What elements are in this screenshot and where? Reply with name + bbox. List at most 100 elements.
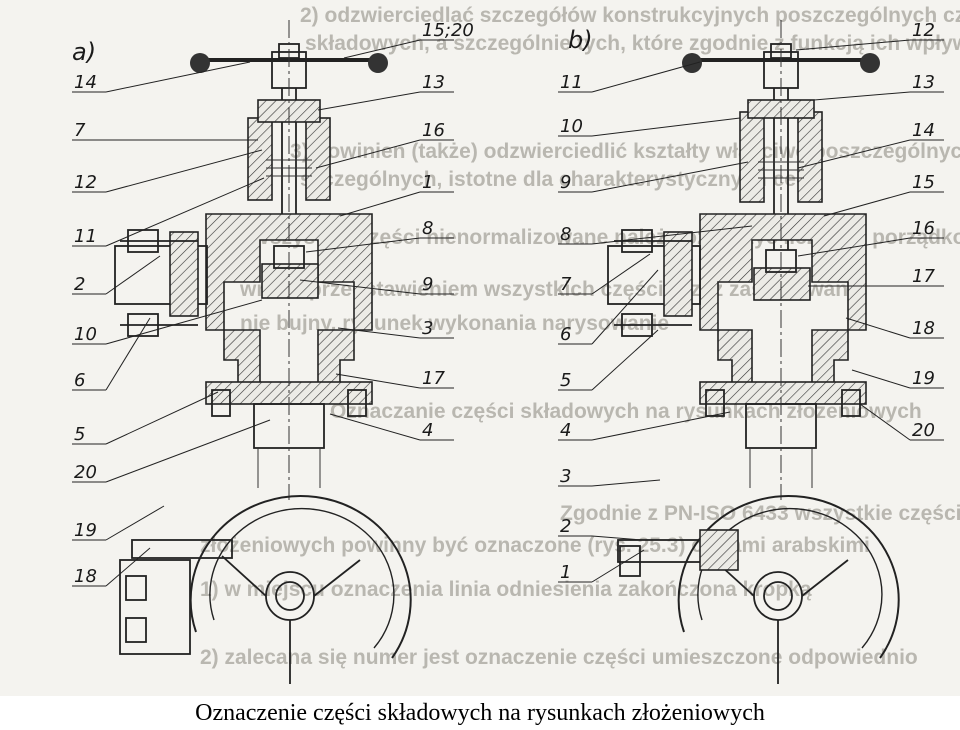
part-label: 17 (422, 368, 445, 389)
subfigure-label-a: a) (72, 38, 96, 66)
figure-caption: Oznaczenie części składowych na rysunkac… (0, 696, 960, 730)
bleed-text-line: 2) zalecana się numer jest oznaczenie cz… (200, 646, 918, 669)
part-label: 2 (560, 516, 571, 537)
part-label: 18 (912, 318, 935, 339)
part-label: 4 (560, 420, 571, 441)
bleed-text-line: 3) powinien (także) odzwierciedlić kszta… (290, 140, 960, 163)
leader-line (317, 91, 421, 111)
leader-line (305, 237, 421, 253)
part-label: 18 (74, 566, 97, 587)
leader-line (343, 39, 421, 59)
leader-line (813, 91, 911, 101)
leader-line (591, 117, 741, 137)
part-label: 19 (74, 520, 97, 541)
leader-line (591, 329, 659, 391)
part-label: 10 (74, 324, 97, 345)
part-label: 13 (422, 72, 445, 93)
part-label: 9 (560, 172, 571, 193)
leader-line (859, 403, 911, 441)
leader-line (591, 253, 651, 295)
leader-line (591, 225, 753, 245)
handwheel-rim-right (368, 53, 388, 73)
leader-line (797, 139, 911, 169)
part-label: 1 (560, 562, 571, 583)
part-label: 4 (422, 420, 433, 441)
part-label: 19 (912, 368, 935, 389)
leader-line (851, 369, 911, 389)
leader-line (339, 191, 421, 217)
part-label: 9 (422, 274, 433, 295)
part-label: 15 (912, 172, 935, 193)
leader-line (105, 177, 265, 247)
leader-lines (72, 39, 944, 587)
leader-line (591, 535, 643, 541)
part-label: 11 (560, 72, 583, 93)
leader-line (823, 191, 911, 217)
part-label: 2 (74, 274, 85, 295)
part-label: 17 (912, 266, 935, 287)
leader-line (105, 505, 165, 541)
leader-line (795, 39, 911, 51)
leader-line (105, 317, 151, 391)
bleed-text-line: złożeniowych powinny być oznaczone (rys.… (200, 534, 870, 557)
valve-b-section (607, 20, 880, 500)
part-label: 16 (912, 218, 935, 239)
leader-line (315, 139, 421, 169)
leader-line (105, 419, 271, 483)
leader-line (335, 373, 421, 389)
leader-line (591, 61, 701, 93)
part-label: 20 (912, 420, 935, 441)
handwheel-rim-left (190, 53, 210, 73)
leader-line (337, 327, 421, 339)
bleed-text-line: składowych, a szczególnie tych, które zg… (305, 32, 960, 55)
part-label: 3 (422, 318, 433, 339)
leader-line (105, 299, 263, 345)
handwheel-b-rim-right (860, 53, 880, 73)
leader-line (591, 549, 645, 583)
part-label: 8 (560, 224, 571, 245)
leader-line (329, 413, 421, 441)
leader-line (591, 479, 661, 487)
part-label: 7 (560, 274, 572, 295)
part-label: 8 (422, 218, 433, 239)
leader-line (105, 547, 151, 587)
valve-a-section (114, 20, 388, 500)
leader-line (845, 317, 911, 339)
part-label: 20 (74, 462, 97, 483)
part-label: 15;20 (422, 20, 474, 41)
leader-line (105, 61, 251, 93)
part-label: 13 (912, 72, 935, 93)
part-label: 12 (912, 20, 935, 41)
part-number-labels: 14712112106520191815;2013161893174111098… (74, 20, 935, 587)
part-label: 10 (560, 116, 583, 137)
valve-a-top-view (119, 495, 412, 684)
leader-line (105, 391, 219, 445)
bleed-text-line: szczególnych, istotne dla charakterystyc… (300, 168, 821, 191)
bleed-text-line: 1) w miejscu oznaczenia linia odniesieni… (200, 578, 812, 601)
leader-line (299, 279, 421, 295)
part-label: 11 (74, 226, 97, 247)
valve-b-top-view (617, 495, 900, 684)
handwheel-b-rim-left (682, 53, 702, 73)
leader-line (591, 411, 731, 441)
part-label: 6 (74, 370, 85, 391)
part-label: 16 (422, 120, 445, 141)
part-label: 5 (74, 424, 85, 445)
part-label: 14 (912, 120, 935, 141)
leader-line (797, 237, 911, 257)
part-label: 1 (422, 172, 433, 193)
leader-line (591, 269, 659, 345)
subfigure-label-b: b) (568, 26, 593, 54)
part-label: 12 (74, 172, 97, 193)
part-label: 3 (560, 466, 571, 487)
bleed-text-line: 2) odzwierciedlać szczegółów konstrukcyj… (300, 4, 960, 27)
leader-line (591, 161, 749, 193)
leader-line (105, 149, 263, 193)
part-label: 5 (560, 370, 571, 391)
part-label: 14 (74, 72, 97, 93)
bleed-text-line: Oznaczanie części składowych na rysunkac… (330, 400, 922, 423)
bleed-text-line: nie bujny, rysunek wykonania narysowanie (240, 312, 669, 335)
part-label: 7 (74, 120, 86, 141)
leader-line (105, 255, 161, 295)
